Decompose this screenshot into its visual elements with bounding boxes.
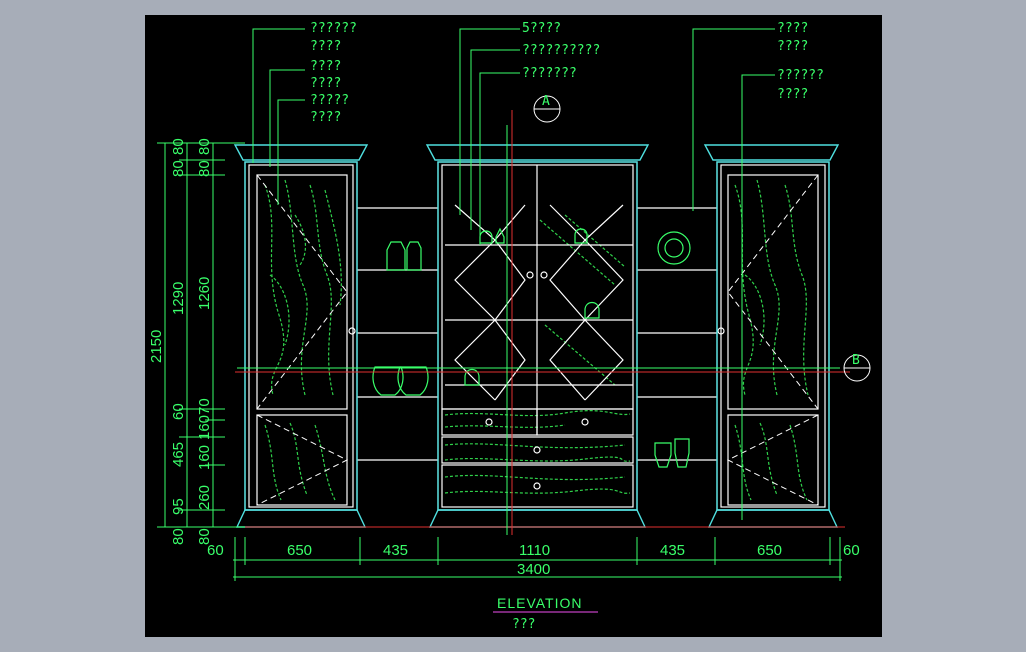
elevation-drawing: A B ?????? ???? ???? ???? ????? ???? 5??…: [148, 21, 871, 632]
dim-left-outer-7: 80: [170, 528, 187, 545]
callout-center-3: ???????: [522, 66, 577, 81]
section-mark-b-label: B: [852, 353, 860, 368]
cad-viewport[interactable]: A B ?????? ???? ???? ???? ????? ???? 5??…: [145, 15, 882, 637]
callout-center-1: 5????: [522, 21, 561, 36]
vertical-dimension-lines: [157, 142, 245, 528]
dim-bottom-7: 60: [843, 542, 860, 559]
callout-right-1-line1: ????: [777, 21, 808, 36]
dim-left-outer-5: 465: [170, 442, 187, 467]
dim-total-width: 3400: [517, 561, 550, 578]
callout-left-2-line1: ????: [310, 59, 341, 74]
dim-left-inner-1: 80: [196, 138, 213, 155]
dim-bottom-5: 435: [660, 542, 685, 559]
dim-bottom-3: 435: [383, 542, 408, 559]
callout-right-2-line1: ??????: [777, 68, 824, 83]
horizontal-dimension-lines: [233, 537, 842, 581]
callout-center-2: ??????????: [522, 43, 600, 58]
dim-left-outer-3: 1290: [170, 282, 187, 315]
decorative-objects: [372, 227, 691, 468]
dim-left-inner-6: 160: [196, 445, 213, 470]
section-marker-a: [533, 95, 561, 123]
dim-bottom-1: 60: [207, 542, 224, 559]
dim-bottom-4: 1110: [519, 542, 550, 559]
callout-left-2-line2: ????: [310, 76, 341, 91]
dim-left-outer-1: 80: [170, 138, 187, 155]
dim-left-outer-6: 95: [170, 498, 187, 515]
callout-right-2-line2: ????: [777, 87, 808, 102]
dim-left-inner-8: 80: [196, 528, 213, 545]
cabinet-linework: [244, 161, 830, 511]
dim-left-inner-5: 160: [196, 415, 213, 440]
section-marker-b: [843, 354, 871, 382]
dim-left-outer-2: 80: [170, 160, 187, 177]
callout-left-3-line2: ????: [310, 110, 341, 125]
drawing-subtitle: ???: [512, 617, 535, 632]
wood-grain: [264, 179, 809, 501]
section-mark-a-label: A: [542, 94, 550, 109]
dim-left-inner-4: 70: [196, 398, 213, 415]
drawing-title: ELEVATION: [497, 595, 583, 611]
callout-left-3-line1: ?????: [310, 93, 349, 108]
dim-left-inner-3: 1260: [196, 277, 213, 310]
dim-height-total: 2150: [148, 330, 165, 363]
dim-left-outer-4: 60: [170, 403, 187, 420]
reference-lines: [235, 110, 850, 535]
dim-bottom-2: 650: [287, 542, 312, 559]
callout-right-1-line2: ????: [777, 39, 808, 54]
callout-leaders: [252, 28, 775, 520]
callout-left-1-line1: ??????: [310, 21, 357, 36]
dim-left-inner-2: 80: [196, 160, 213, 177]
door-swing-lines: [256, 174, 819, 506]
dim-bottom-6: 650: [757, 542, 782, 559]
dim-left-inner-7: 260: [196, 485, 213, 510]
callout-left-1-line2: ????: [310, 39, 341, 54]
